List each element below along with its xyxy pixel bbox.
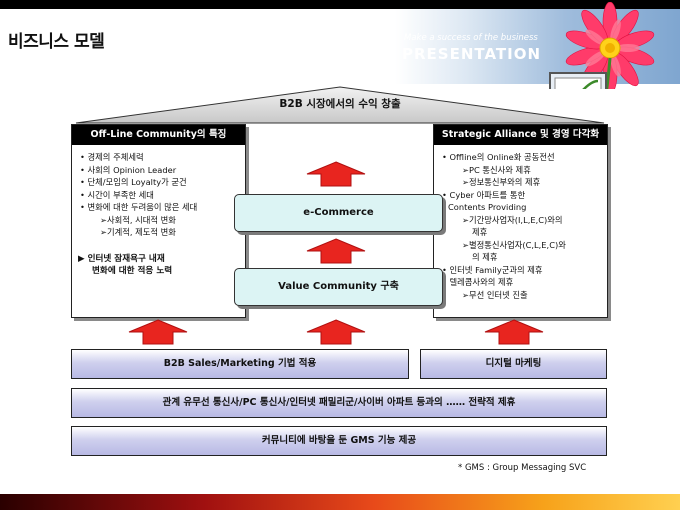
panel-line: ➢정보통신부와의 제휴 — [462, 177, 541, 187]
offline-community-panel: Off-Line Community의 특징 • 경제의 주체세력 • 사회의 O… — [71, 124, 246, 318]
roof-label: B2B 시장에서의 수익 창출 — [279, 98, 401, 110]
banner-heading: PRESENTATION — [402, 45, 542, 63]
roof-shape — [75, 86, 605, 124]
arrow-up-icon — [128, 319, 188, 345]
slide-title: 비즈니스 모델 — [8, 32, 105, 52]
arrow-up-icon — [484, 319, 544, 345]
panel-line: • 텔레콤사와의 제휴 — [442, 277, 514, 287]
conclusion-line: 변화에 대한 적응 노력 — [92, 266, 173, 276]
panel-body: • 경제의 주체세력 • 사회의 Opinion Leader • 단체/모임의 L… — [72, 145, 245, 239]
panel-line: • Offline의 Online화 공동전선 — [442, 152, 555, 162]
panel-line: ➢기간망사업자(I,L,E,C)와의 — [462, 214, 563, 225]
panel-line: • Cyber 아파트를 통한 — [442, 189, 526, 200]
arrow-up-icon — [306, 238, 366, 264]
panel-line: • 인터넷 Family군과의 제휴 — [442, 264, 543, 275]
panel-line: • 경제의 주체세력 — [80, 152, 144, 162]
strategic-alliance-bar: 관계 유무선 통신사/PC 통신사/인터넷 패밀리군/사이버 아파트 등과의 …… — [71, 388, 607, 418]
panel-line: ➢PC 통신사와 제휴 — [462, 164, 531, 175]
top-black-bar — [0, 0, 680, 9]
panel-title: Off-Line Community의 특징 — [72, 125, 245, 145]
digital-marketing-bar: 디지털 마케팅 — [420, 349, 607, 379]
panel-conclusion: ▶ 인터넷 잠재욕구 내재 변화에 대한 적응 노력 — [72, 247, 245, 278]
panel-line: ➢별정통신사업자(C,L,E,C)와 — [462, 239, 566, 250]
arrow-up-icon — [306, 319, 366, 345]
footnote: * GMS : Group Messaging SVC — [458, 463, 587, 473]
value-community-box: Value Community 구축 — [234, 268, 443, 306]
strategic-alliance-panel: Strategic Alliance 및 경영 다각화 • Offline의 O… — [433, 124, 608, 318]
panel-line: • 사회의 Opinion Leader — [80, 164, 177, 175]
panel-body: • Offline의 Online화 공동전선 ➢PC 통신사와 제휴 ➢정보통신부… — [434, 145, 607, 301]
ecommerce-box: e-Commerce — [234, 194, 443, 232]
panel-line: ➢사회적, 시대적 변화 — [100, 214, 176, 225]
gms-bar: 커뮤니티에 바탕을 둔 GMS 기능 제공 — [71, 426, 607, 456]
conclusion-line: ▶ 인터넷 잠재욕구 내재 — [78, 253, 165, 264]
panel-title: Strategic Alliance 및 경영 다각화 — [434, 125, 607, 145]
panel-line: 의 제휴 — [472, 252, 498, 262]
panel-line: • 시간이 부족한 세대 — [80, 189, 154, 200]
panel-line: ➢무선 인터넷 진출 — [462, 289, 528, 300]
bottom-decor-stripe — [0, 494, 680, 510]
arrow-up-icon — [306, 161, 366, 187]
panel-line: 제휴 — [472, 227, 488, 237]
panel-line: • 변화에 대한 두려움이 많은 세대 — [80, 202, 198, 212]
banner-tagline: Make a success of the business — [404, 33, 538, 43]
b2b-sales-bar: B2B Sales/Marketing 기법 적용 — [71, 349, 409, 379]
panel-line: ➢기계적, 제도적 변화 — [100, 227, 176, 237]
panel-line: Contents Providing — [448, 202, 527, 212]
panel-line: • 단체/모임의 Loyalty가 굳건 — [80, 177, 187, 187]
